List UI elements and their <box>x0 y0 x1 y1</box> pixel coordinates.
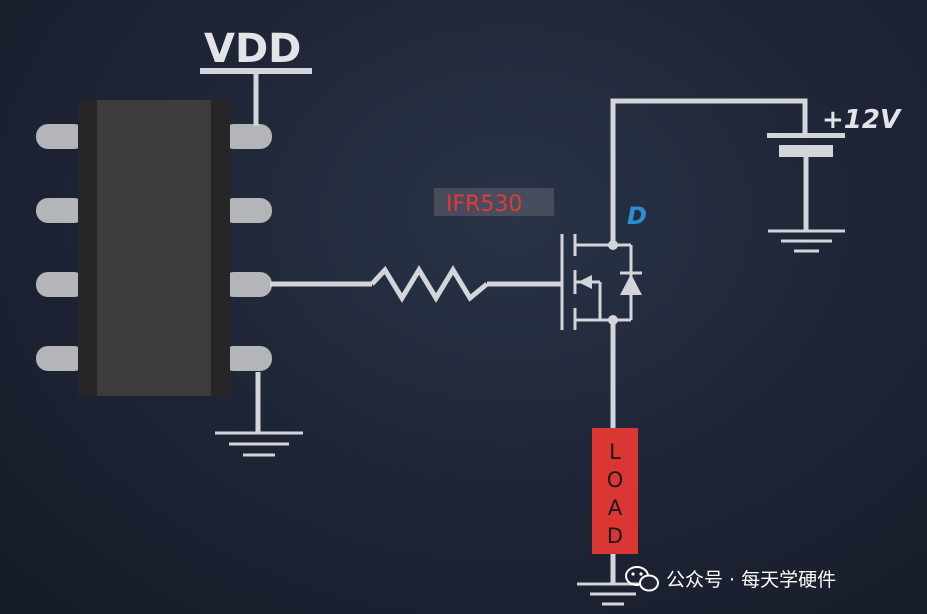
load-label: L O A D <box>607 440 624 548</box>
load-box <box>592 428 638 554</box>
ic-pin <box>222 346 272 371</box>
ic-pin <box>36 272 86 297</box>
ic-pin <box>222 198 272 223</box>
gate-resistor <box>370 265 489 303</box>
svg-text:A: A <box>608 496 623 520</box>
watermark-text: 公众号 · 每天学硬件 <box>666 569 836 591</box>
supply-label: +12V <box>822 105 902 135</box>
watermark: 公众号 · 每天学硬件 <box>625 566 836 592</box>
wechat-icon <box>625 566 659 592</box>
svg-text:L: L <box>609 440 621 464</box>
vdd-label: VDD <box>204 26 301 72</box>
ic-ground-symbol <box>215 372 303 457</box>
ic-pin <box>222 124 272 149</box>
ic-chip <box>36 100 272 396</box>
mosfet-symbol <box>560 234 642 330</box>
ic-pin <box>36 198 86 223</box>
supply-ground-symbol <box>768 157 845 253</box>
part-number-label: IFR530 <box>446 192 522 217</box>
battery-symbol <box>767 133 845 157</box>
ic-pin <box>222 272 272 297</box>
drain-label: D <box>627 202 647 230</box>
ic-pin <box>36 124 86 149</box>
svg-text:O: O <box>607 468 624 492</box>
vdd-bar <box>200 68 312 74</box>
load-ground-symbol <box>577 554 649 606</box>
ic-pin <box>36 346 86 371</box>
part-number-backdrop <box>434 188 554 216</box>
svg-text:D: D <box>607 524 623 548</box>
